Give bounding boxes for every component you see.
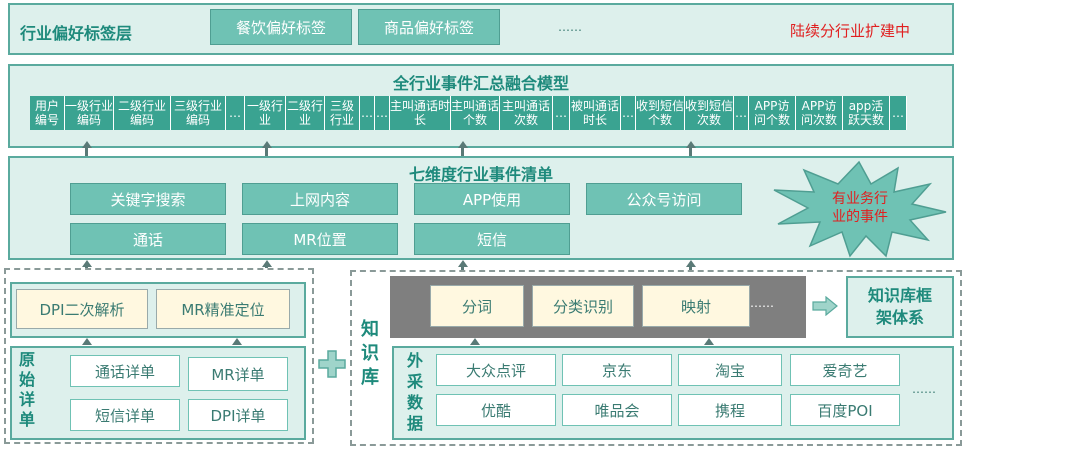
fusion-model-title: 全行业事件汇总融合模型 (392, 74, 569, 93)
up-arrow (262, 141, 272, 148)
model-field: … (734, 96, 749, 130)
source-jd: 京东 (562, 354, 672, 386)
model-field: 一级行业编码 (65, 96, 114, 130)
up-arrow (82, 338, 92, 345)
industry-tag-layer-title: 行业偏好标签层 (20, 24, 133, 43)
up-arrow (686, 260, 696, 267)
process-segmentation: 分词 (430, 285, 524, 327)
model-field: 一级行业 (245, 96, 286, 130)
model-field: 二级行业 (286, 96, 325, 130)
sources-ellipsis: …… (912, 382, 936, 396)
event-web-content: 上网内容 (242, 183, 398, 215)
event-keyword-search: 关键字搜索 (70, 183, 226, 215)
source-youku: 优酷 (436, 394, 556, 426)
starburst-shape (773, 160, 947, 258)
raw-detail-label: 原始详单 (18, 350, 35, 429)
kb-framework-text: 知识库框架体系 (867, 286, 932, 327)
knowledge-base-label: 知识库 (361, 319, 379, 388)
mr-precise-location: MR精准定位 (156, 289, 290, 329)
model-field: 收到短信次数 (685, 96, 734, 130)
kb-framework-box: 知识库框架体系 (846, 276, 954, 338)
model-field: … (360, 96, 375, 130)
up-arrow (470, 338, 480, 345)
process-ellipsis: …… (750, 296, 774, 310)
event-list-title: 七维度行业事件清单 (408, 165, 553, 184)
source-taobao: 淘宝 (678, 354, 782, 386)
model-field: app活跃天数 (843, 96, 890, 130)
up-arrow (458, 260, 468, 267)
up-arrow (686, 141, 696, 148)
arrow-stem (461, 148, 464, 156)
model-field: 主叫通话个数 (451, 96, 500, 130)
model-field: … (621, 96, 636, 130)
model-field: 三级行业 (325, 96, 360, 130)
model-field: … (553, 96, 570, 130)
event-mr-location: MR位置 (242, 223, 398, 255)
model-field: 收到短信个数 (636, 96, 685, 130)
plus-connector-icon (318, 350, 346, 378)
tag-goods: 商品偏好标签 (358, 9, 500, 45)
source-iqiyi: 爱奇艺 (790, 354, 900, 386)
mr-detail: MR详单 (188, 357, 288, 391)
model-field: 主叫通话次数 (500, 96, 553, 130)
model-field: … (890, 96, 907, 130)
call-detail: 通话详单 (70, 355, 180, 387)
up-arrow (262, 260, 272, 267)
source-baidu-poi: 百度POI (790, 394, 900, 426)
tag-catering: 餐饮偏好标签 (210, 9, 352, 45)
starburst-text: 有业务行业的事件 (832, 191, 888, 225)
model-field: … (375, 96, 390, 130)
arrow-stem (85, 148, 88, 156)
tag-ellipsis: …… (558, 20, 582, 34)
model-field: APP访问次数 (796, 96, 843, 130)
arrow-stem (265, 148, 268, 156)
up-arrow (82, 141, 92, 148)
process-classification: 分类识别 (532, 285, 634, 327)
up-arrow (458, 141, 468, 148)
up-arrow (232, 338, 242, 345)
model-field: 被叫通话时长 (570, 96, 621, 130)
model-field: 三级行业编码 (171, 96, 226, 130)
up-arrow (82, 260, 92, 267)
right-arrow-icon (812, 296, 838, 316)
model-field: … (226, 96, 245, 130)
event-call: 通话 (70, 223, 226, 255)
up-arrow (704, 338, 714, 345)
process-mapping: 映射 (642, 285, 750, 327)
model-field: 主叫通话时长 (390, 96, 451, 130)
external-data-label: 外采数据 (406, 351, 423, 433)
event-app-usage: APP使用 (414, 183, 570, 215)
source-ctrip: 携程 (678, 394, 782, 426)
event-official-account: 公众号访问 (586, 183, 742, 215)
expansion-note: 陆续分行业扩建中 (790, 22, 911, 40)
event-sms: 短信 (414, 223, 570, 255)
model-field: 用户编号 (30, 96, 65, 130)
source-dianping: 大众点评 (436, 354, 556, 386)
source-vip: 唯品会 (562, 394, 672, 426)
dpi-secondary-parse: DPI二次解析 (16, 289, 148, 329)
dpi-detail: DPI详单 (188, 399, 288, 431)
model-field: APP访问个数 (749, 96, 796, 130)
arrow-stem (689, 148, 692, 156)
sms-detail: 短信详单 (70, 399, 180, 431)
model-field: 二级行业编码 (114, 96, 171, 130)
model-fields-row: 用户编号一级行业编码二级行业编码三级行业编码…一级行业二级行业三级行业……主叫通… (30, 96, 922, 130)
